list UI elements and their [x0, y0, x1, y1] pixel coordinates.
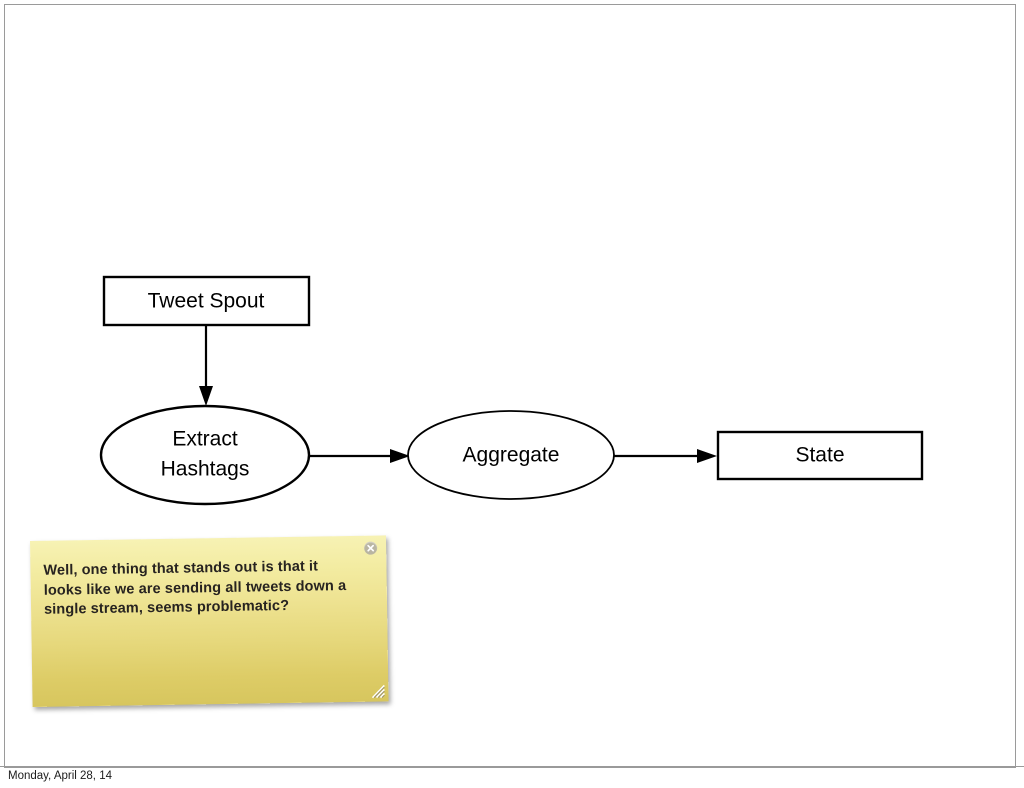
state-label: State — [795, 444, 844, 467]
edge-spout-to-extract-arrowhead — [199, 386, 213, 406]
node-aggregate[interactable]: Aggregate — [407, 410, 615, 500]
resize-grip-icon[interactable] — [369, 682, 386, 699]
sticky-note-text[interactable]: Well, one thing that stands out is that … — [43, 558, 347, 618]
footer-divider — [0, 766, 1024, 767]
node-extract-hashtags[interactable]: Extract Hashtags — [99, 404, 311, 506]
node-state[interactable]: State — [716, 430, 924, 481]
edge-aggregate-to-state-arrowhead — [697, 449, 717, 463]
aggregate-label: Aggregate — [463, 444, 560, 467]
footer-date: Monday, April 28, 14 — [8, 770, 112, 782]
tweet-spout-rect — [102, 275, 311, 327]
tweet-spout-label: Tweet Spout — [148, 290, 265, 313]
sticky-note[interactable]: Well, one thing that stands out is that … — [30, 535, 389, 707]
edge-aggregate-to-state — [614, 449, 717, 463]
edge-extract-to-aggregate — [309, 449, 410, 463]
extract-hashtags-label-line-2: Hashtags — [161, 458, 250, 481]
close-icon[interactable] — [364, 541, 378, 555]
edge-spout-to-extract — [199, 325, 213, 406]
edge-extract-to-aggregate-arrowhead — [390, 449, 410, 463]
state-rect — [716, 430, 924, 481]
extract-hashtags-label-line-1: Extract — [172, 428, 238, 451]
extract-hashtags-ellipse — [99, 404, 311, 506]
node-tweet-spout[interactable]: Tweet Spout — [102, 275, 311, 327]
